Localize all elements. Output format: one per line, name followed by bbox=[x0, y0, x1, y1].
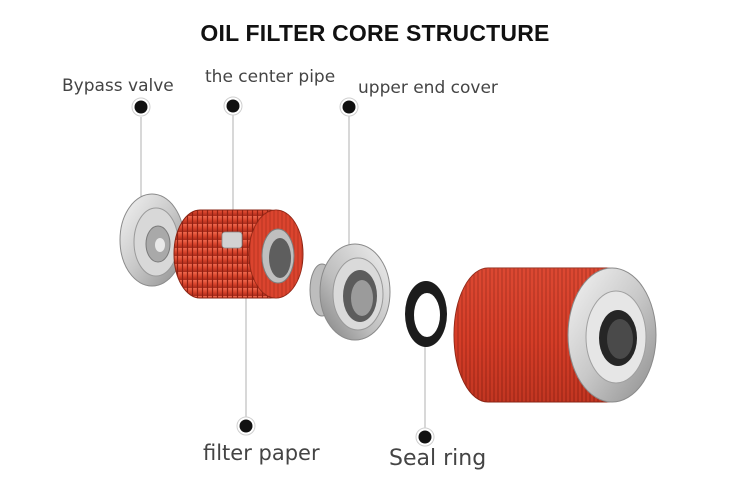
label-center-pipe: the center pipe bbox=[205, 67, 336, 87]
diagram-title: OIL FILTER CORE STRUCTURE bbox=[200, 20, 550, 46]
center-pipe-part bbox=[221, 231, 243, 249]
upper-end-cover-part bbox=[309, 243, 391, 341]
markers bbox=[131, 96, 435, 447]
marker-bypass-valve bbox=[131, 97, 151, 117]
filter-paper-part bbox=[173, 209, 304, 299]
marker-center-pipe bbox=[223, 96, 243, 116]
label-bypass-valve: Bypass valve bbox=[62, 76, 174, 96]
marker-filter-paper bbox=[236, 416, 256, 436]
label-upper-end-cover: upper end cover bbox=[358, 78, 498, 98]
bypass-valve-part bbox=[119, 193, 185, 287]
label-seal-ring: Seal ring bbox=[389, 446, 487, 471]
filter-cartridge-part bbox=[453, 267, 657, 403]
marker-seal-ring bbox=[415, 427, 435, 447]
label-filter-paper: filter paper bbox=[203, 441, 320, 465]
marker-upper-end-cover bbox=[339, 97, 359, 117]
seal-ring-part bbox=[405, 281, 447, 347]
